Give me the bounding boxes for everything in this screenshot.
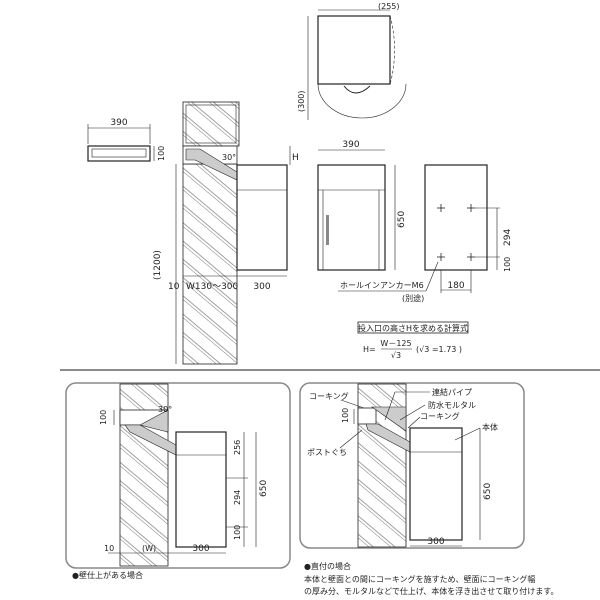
dim-h: H xyxy=(292,153,299,163)
label-body: 本体 xyxy=(482,422,498,432)
dim-w-range: W130～300 xyxy=(186,282,239,292)
label-caulking-1: コーキング xyxy=(309,391,349,401)
formula-numerator: W－125 xyxy=(380,339,411,348)
side-section-view: (1200) 30° H 10 W130～300 300 xyxy=(153,101,299,365)
dim-650-left-panel: 650 xyxy=(259,480,269,497)
angle-30-left-panel: 30° xyxy=(158,405,172,414)
dim-100-right-panel: 100 xyxy=(341,408,350,423)
dim-w-left-panel: (W) xyxy=(142,544,156,553)
note-line-2: の厚み分、モルタルなどで仕上げ、本体を浮き出させて取り付けます。 xyxy=(304,586,558,596)
dim-10-left-panel: 10 xyxy=(104,544,114,553)
dim-180: 180 xyxy=(447,281,464,291)
dim-255: (255) xyxy=(378,2,400,11)
formula-note: (√3 =1.73 ) xyxy=(416,345,462,354)
angle-30: 30° xyxy=(222,153,236,162)
dim-390-front: 390 xyxy=(342,140,359,150)
dim-300-paren: (300) xyxy=(297,90,306,112)
dim-300-left-panel: 300 xyxy=(192,544,209,554)
dim-100-back: 100 xyxy=(503,257,512,272)
label-post-mouth: ポストぐち xyxy=(307,448,347,457)
label-caulking-2: コーキング xyxy=(420,411,460,421)
dim-390-left: 390 xyxy=(110,118,127,128)
formula-denominator: √3 xyxy=(391,351,401,360)
panel-wall-finish: 100 30° 256 294 100 650 10 (W) 300 ●壁仕上が… xyxy=(65,382,291,580)
dim-650: 650 xyxy=(397,211,407,228)
dim-300: 300 xyxy=(253,282,270,292)
dim-100-left: 100 xyxy=(157,146,166,161)
dim-650-right-panel: 650 xyxy=(483,483,493,500)
anchor-label: ホールインアンカーM6 xyxy=(340,281,424,290)
dim-100-left-panel: 100 xyxy=(99,410,108,425)
caption-wall-finish: ●壁仕上がある場合 xyxy=(72,570,143,580)
dim-256: 256 xyxy=(233,440,242,455)
back-view: 294 100 180 ホールインアンカーM6 (別途) xyxy=(338,164,513,303)
caption-direct-mount: ●直付の場合 xyxy=(304,561,351,571)
dim-294: 294 xyxy=(503,229,513,246)
slot-plan-view: 390 100 xyxy=(87,118,166,162)
dim-294-left-panel: 294 xyxy=(233,490,242,505)
label-pipe: 連結パイプ xyxy=(432,387,472,397)
top-view: (255) (300) xyxy=(297,2,407,120)
dim-10: 10 xyxy=(168,282,180,292)
front-view: 390 650 xyxy=(317,140,407,271)
formula-lhs: H= xyxy=(363,345,376,354)
label-mortar: 防水モルタル xyxy=(428,400,476,410)
dim-300-right-panel: 300 xyxy=(427,537,444,547)
anchor-note: (別途) xyxy=(402,293,424,303)
note-line-1: 本体と壁面との間にコーキングを施すため、壁面にコーキング幅 xyxy=(304,574,535,584)
height-formula: 投入口の高さHを求める計算式 H= W－125 √3 (√3 =1.73 ) xyxy=(357,321,469,360)
dim-100-bottom-left-panel: 100 xyxy=(233,525,242,540)
dim-1200: (1200) xyxy=(153,250,163,280)
formula-title: 投入口の高さHを求める計算式 xyxy=(358,323,468,333)
panel-direct-mount: 100 コーキング 連結パイプ 防水モルタル コーキング 本体 ポストぐち 65… xyxy=(299,382,558,596)
